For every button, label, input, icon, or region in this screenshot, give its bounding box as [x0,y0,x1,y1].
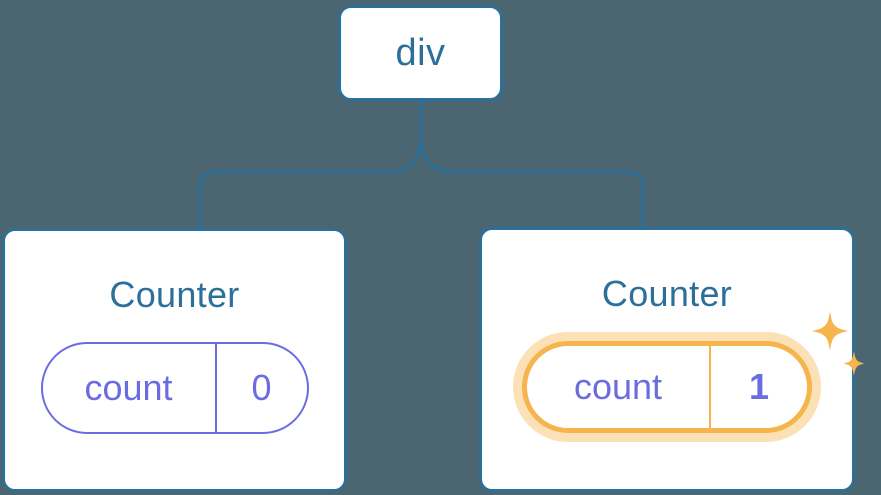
counter-left-state-key: count [84,367,173,408]
counter-left-state-value: 0 [214,344,307,432]
counter-right-state-key: count [573,366,663,407]
sparkles-group [812,311,865,376]
counter-left-state-chip[interactable]: count 0 [40,342,309,434]
node-counter-right[interactable]: Counter count 1 [479,227,865,492]
sparkle-large-icon [812,311,848,351]
counter-left-state-chip-wrap: count 0 [40,342,309,434]
node-root-label: div [395,32,446,74]
counter-left-title: Counter [109,274,240,315]
node-root-div[interactable]: div [338,5,503,101]
counter-right-state-chip[interactable]: count 1 [522,341,812,433]
counter-right-state-value: 1 [709,346,807,428]
counter-right-state-chip-wrap: count 1 [522,311,865,433]
node-counter-left[interactable]: Counter count 0 [2,228,347,492]
connector-root-to-right-counter [419,99,645,231]
connector-root-to-left-counter [198,99,423,231]
sparkle-small-icon [843,351,865,376]
counter-right-title: Counter [601,273,733,314]
